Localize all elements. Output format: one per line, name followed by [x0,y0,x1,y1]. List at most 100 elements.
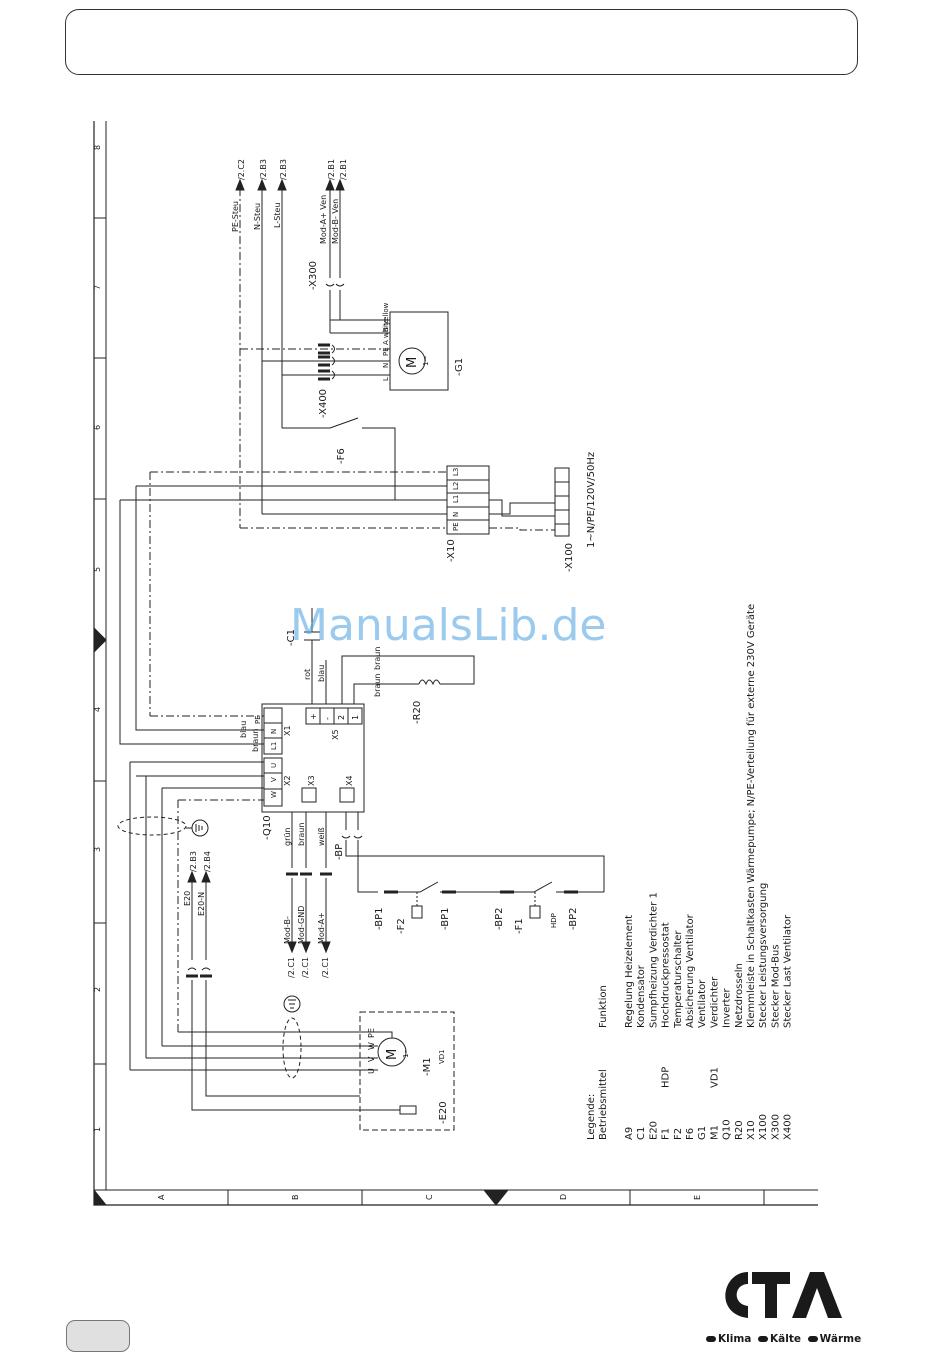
legend-func: Netzdrosseln [734,963,745,1028]
legend-col-item: Betriebsmittel [598,1069,609,1140]
mod-label: Mod-A+ [317,912,326,944]
column-label: 8 [93,145,102,150]
g1-motor [398,347,426,375]
wire-ref: /2.C2 [237,159,246,180]
row-label: E [693,1195,702,1200]
legend-func: Absicherung Ventilator [685,913,696,1028]
x1-pin: L1 [270,742,278,750]
g1-pin: N [382,363,390,368]
x100-label: -X100 [564,543,575,572]
logo-tagline: Klima Kälte Wärme [706,1333,896,1349]
tagline-word: Kälte [770,1333,801,1345]
x5-label: X5 [331,729,340,740]
column-ticks [94,217,106,1065]
column-label: 6 [93,425,102,430]
f1-label: -F1 [514,918,525,934]
m1-motor-phase: 1~ [402,1048,410,1058]
wire-color-braun: braun [251,729,260,752]
legend-tag: HDP [661,1067,672,1088]
x3-label: X3 [307,775,316,786]
wire-color-braun: braun [373,674,382,697]
legend-item: R20 [734,1120,745,1140]
legend-item: G1 [697,1126,708,1140]
e20-label: -E20 [438,1101,449,1124]
legend-func: Stecker Mod-Bus [770,944,781,1028]
column-label: 7 [93,285,102,290]
cta-logo [725,1272,842,1318]
legend-func: Stecker Leistungsversorgung [758,883,769,1028]
x5-pin: - [323,717,332,720]
vd1-label: VD1 [438,1049,446,1064]
m1-pin: U [367,1068,376,1074]
wire-color-weiss: weiß [317,827,326,846]
wire-color-braun: braun [373,647,382,670]
legend-tag: VD1 [709,1067,720,1088]
x300-label: -X300 [308,261,319,290]
legend-item: X300 [770,1114,781,1140]
legend-item: X10 [746,1120,757,1140]
wire-color-braun: braun [297,823,306,846]
legend-func: Sumpfheizung Verdichter 1 [648,892,659,1028]
page-number-tab [66,1320,130,1352]
ground-symbol-1 [191,819,209,837]
wire-label-mod-b-ven: Mod-B- Ven [331,199,340,244]
m1-pin: PE [367,1028,376,1038]
legend-func: Regelung Heizelement [624,915,635,1028]
legend-func: Temperaturschalter [673,930,684,1029]
header-box [65,9,858,75]
hdp-label: HDP [550,913,558,928]
tagline-word: Wärme [819,1333,862,1345]
c1-capacitor [311,660,327,704]
x100-block [554,467,570,537]
x10-terminal: PE [452,522,460,531]
wire-label-mod-a-ven: Mod-A+ Ven [319,195,328,244]
legend-item: A9 [624,1127,635,1140]
legend-item: M1 [709,1125,720,1140]
e20-heater [399,1105,417,1115]
mod-label: Mod-GND [297,906,306,944]
bp2-label: -BP2 [568,907,579,930]
row-label: C [425,1194,434,1200]
legend-item: F2 [673,1128,684,1140]
wire-color-blau: blau [317,665,326,682]
x10-terminal: N [452,512,460,517]
f6-switch [282,417,359,429]
g1-pin: PE [382,347,390,356]
g1-motor-phase: 1~ [422,356,430,366]
mod-ref: /2.C1 [287,957,296,978]
logo-t [752,1272,790,1284]
e20-wire-label: E20 [183,891,192,906]
column-label: 1 [93,1127,102,1132]
legend-item: F6 [685,1128,696,1140]
legend-func: Klemmleiste in Schaltkasten Wärmepumpe; … [746,604,757,1028]
wire-label-n-steu: N-Steu [253,203,262,230]
logo-a [792,1272,842,1318]
m1-pin: W [367,1042,376,1050]
wire-label-l-steu: L-Steu [273,203,282,228]
r20-label: -R20 [412,701,423,724]
x10-label: -X10 [446,539,457,562]
frame-border [93,121,818,1206]
wire-color-rot: rot [303,669,312,680]
g1-box [389,311,449,391]
wire-ref: /2.B3 [279,159,288,180]
column-label: 4 [93,707,102,712]
e20-ref: /2.B4 [203,851,212,872]
wire-color-gruen: grün [283,827,292,846]
bp-label: -BP [334,844,345,860]
q10-label: -Q10 [262,815,273,840]
legend-item: F1 [661,1128,672,1140]
legend-func: Hochdruckpressostat [661,922,672,1028]
x5-pin: 2 [337,715,346,720]
logo-c [725,1272,748,1318]
g1-pin: A white [382,319,390,345]
x10-terminal: L3 [452,468,460,476]
x2-label: X2 [283,775,292,786]
x400-label: -X400 [318,389,329,418]
row-label: A [157,1194,166,1200]
column-label: 2 [93,987,102,992]
wire-color-blau: blau [239,721,248,738]
legend-func: Verdichter [709,976,720,1028]
g1-pin: L [382,377,390,381]
